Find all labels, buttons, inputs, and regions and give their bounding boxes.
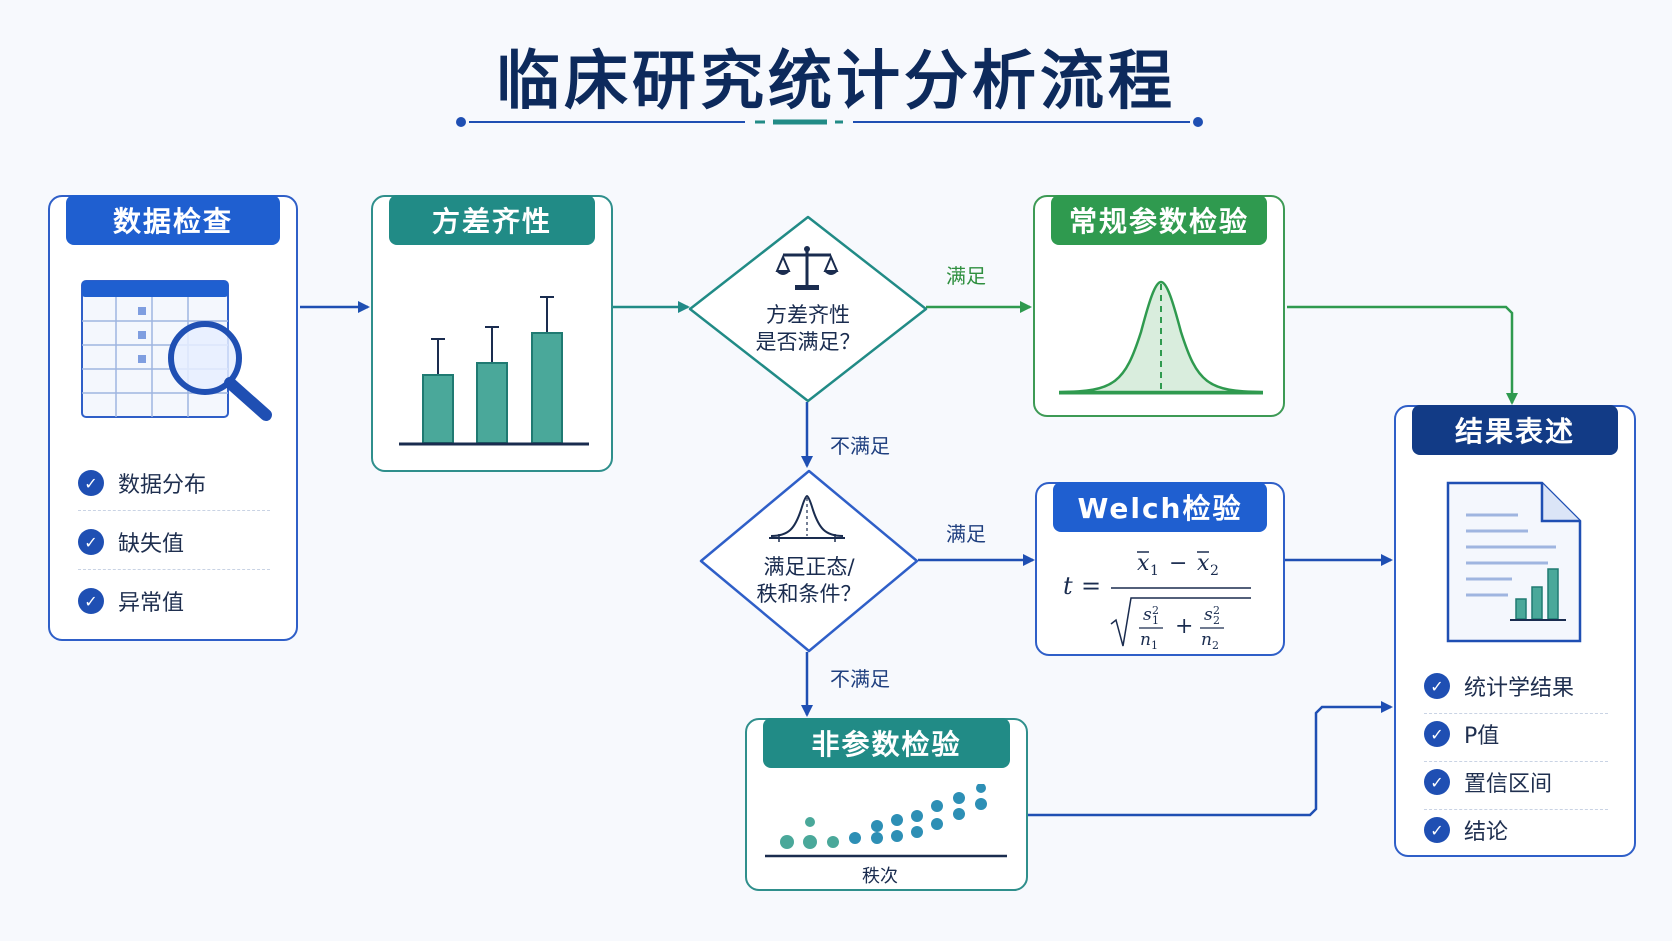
decision-normality-text: 满足正态/ 秩和条件？ [733, 554, 885, 608]
variance-card: 方差齐性 [371, 195, 613, 472]
spreadsheet-magnifier-icon [81, 280, 272, 421]
svg-text:1: 1 [1152, 614, 1159, 627]
nonparametric-test-card: 非参数检验 秩次 [745, 718, 1028, 891]
rank-axis-label: 秩次 [862, 866, 898, 887]
decision-variance-diamond [688, 215, 928, 403]
result-item-label: 结论 [1464, 820, 1509, 845]
flow-label-no-2: 不满足 [830, 667, 890, 691]
welch-formula: t = x 1 − x 2 s 2 1 n 1 + s 2 2 n 2 [1063, 551, 1251, 652]
svg-text:s: s [1143, 605, 1152, 625]
svg-text:x: x [1137, 551, 1150, 576]
svg-text:n: n [1140, 630, 1151, 650]
title-divider [456, 117, 1203, 127]
result-item-label: 置信区间 [1464, 772, 1553, 797]
checkmark-icon: ✓ [78, 588, 104, 614]
checkmark-icon: ✓ [1424, 769, 1450, 795]
result-item-label: P值 [1464, 724, 1500, 749]
result-item-statistics: ✓ 统计学结果 [1424, 659, 1608, 714]
decision-variance-text: 方差齐性 是否满足？ [720, 302, 896, 356]
svg-text:+: + [1175, 614, 1193, 639]
checkmark-icon: ✓ [1424, 721, 1450, 747]
result-item-conclusion: ✓ 结论 [1424, 803, 1608, 857]
flow-label-yes-1: 满足 [946, 264, 986, 288]
svg-text:2: 2 [1210, 563, 1219, 579]
error-bar-chart-icon [399, 296, 589, 446]
flow-label-no-1: 不满足 [830, 434, 890, 458]
svg-text:2: 2 [1213, 614, 1220, 627]
svg-text:x: x [1197, 551, 1210, 576]
checkmark-icon: ✓ [1424, 673, 1450, 699]
decision-normality-line2: 秩和条件？ [756, 582, 862, 606]
decision-normality-diamond [699, 469, 919, 653]
checkmark-icon: ✓ [78, 529, 104, 555]
check-item-missing-values: ✓ 缺失值 [78, 515, 270, 570]
rank-dots-icon [765, 784, 1007, 858]
normal-curve-icon [1058, 280, 1264, 395]
nonparametric-test-header: 非参数检验 [763, 718, 1010, 768]
svg-text:1: 1 [1151, 639, 1158, 652]
check-item-label: 缺失值 [118, 532, 185, 557]
check-item-outliers: ✓ 异常值 [78, 574, 270, 628]
svg-text:2: 2 [1212, 639, 1219, 652]
svg-text:2: 2 [1213, 604, 1220, 617]
decision-variance-line1: 方差齐性 [766, 303, 850, 327]
checkmark-icon: ✓ [78, 470, 104, 496]
check-item-label: 数据分布 [118, 473, 207, 498]
check-item-label: 异常值 [118, 591, 185, 616]
result-item-label: 统计学结果 [1464, 676, 1575, 701]
svg-text:1: 1 [1150, 563, 1159, 579]
parametric-test-header: 常规参数检验 [1051, 195, 1267, 245]
welch-test-card: Welch检验 t = x 1 − x 2 s 2 1 n 1 + s 2 2 … [1035, 482, 1285, 656]
check-item-data-distribution: ✓ 数据分布 [78, 456, 270, 511]
svg-text:−: − [1169, 551, 1187, 576]
svg-text:=: = [1081, 572, 1101, 600]
balance-scale-icon [775, 246, 839, 290]
checkmark-icon: ✓ [1424, 817, 1450, 843]
report-document-icon [1446, 481, 1582, 643]
result-header: 结果表述 [1412, 405, 1618, 455]
svg-text:n: n [1201, 630, 1212, 650]
parametric-test-card: 常规参数检验 [1033, 195, 1285, 417]
distribution-curve-icon [769, 494, 845, 542]
variance-header: 方差齐性 [389, 195, 595, 245]
decision-variance-line2: 是否满足？ [755, 330, 861, 354]
data-check-header: 数据检查 [66, 195, 280, 245]
welch-test-header: Welch检验 [1053, 482, 1267, 532]
flow-label-yes-2: 满足 [946, 522, 986, 546]
svg-text:s: s [1204, 605, 1213, 625]
result-item-confidence-interval: ✓ 置信区间 [1424, 755, 1608, 810]
svg-text:2: 2 [1152, 604, 1159, 617]
decision-normality-line1: 满足正态/ [763, 555, 855, 579]
result-card: 结果表述 ✓ 统计学结果 ✓ P值 ✓ 置信区间 ✓ 结论 [1394, 405, 1636, 857]
result-item-p-value: ✓ P值 [1424, 707, 1608, 762]
page-title: 临床研究统计分析流程 [496, 45, 1176, 119]
data-check-card: 数据检查 ✓ 数据分布 ✓ 缺失值 ✓ 异常值 [48, 195, 298, 641]
svg-text:t: t [1063, 572, 1073, 600]
